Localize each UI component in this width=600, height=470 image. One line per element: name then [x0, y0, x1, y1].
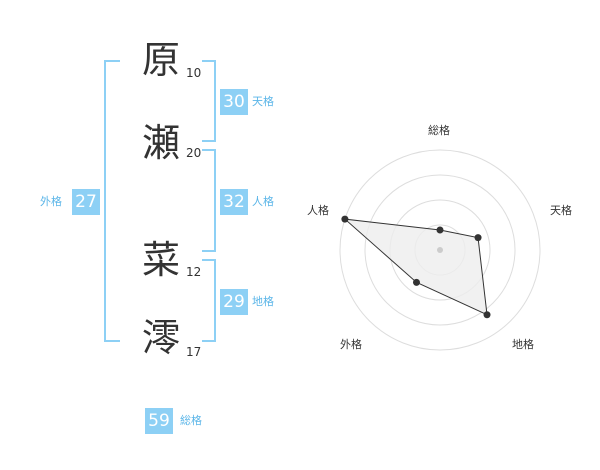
stroke-count-4: 17 [186, 345, 202, 359]
tenkaku-bracket [202, 60, 216, 142]
radar-ring [364, 174, 516, 326]
name-char-4: 澪 [142, 316, 181, 360]
radar-area [343, 218, 488, 316]
tenkaku-label: 天格 [252, 95, 274, 108]
jinkaku-badge: 32 [220, 189, 248, 215]
radar-point-5 [341, 215, 349, 223]
chikaku-badge: 29 [220, 289, 248, 315]
radar-center-dot [437, 247, 443, 253]
soukaku-label: 総格 [180, 414, 202, 427]
name-char-3: 菜 [142, 238, 181, 282]
name-char-2: 瀬 [142, 121, 181, 165]
stroke-count-2: 20 [186, 146, 202, 160]
gaikaku-bracket [104, 60, 120, 342]
soukaku-badge: 59 [145, 408, 173, 434]
radar-ring [339, 149, 541, 351]
chikaku-label: 地格 [252, 295, 274, 308]
radar-point-3 [483, 311, 491, 319]
name-char-1: 原 [142, 38, 181, 82]
radar-point-4 [412, 278, 420, 286]
chikaku-bracket [202, 259, 216, 342]
gaikaku-label: 外格 [40, 195, 62, 208]
jinkaku-label: 人格 [252, 195, 274, 208]
radar-chart [339, 149, 541, 351]
radar-label-chikaku: 地格 [512, 338, 534, 351]
radar-label-jinkaku: 人格 [307, 204, 329, 217]
stroke-count-1: 10 [186, 66, 202, 80]
radar-label-soukaku: 総格 [428, 124, 450, 137]
jinkaku-bracket [202, 149, 216, 252]
stroke-count-3: 12 [186, 265, 202, 279]
radar-label-gaikaku: 外格 [340, 338, 362, 351]
radar-point-1 [436, 226, 444, 234]
radar-point-2 [474, 234, 482, 242]
tenkaku-badge: 30 [220, 89, 248, 115]
radar-points [341, 215, 491, 319]
radar-label-tenkaku: 天格 [550, 204, 572, 217]
gaikaku-badge: 27 [72, 189, 100, 215]
